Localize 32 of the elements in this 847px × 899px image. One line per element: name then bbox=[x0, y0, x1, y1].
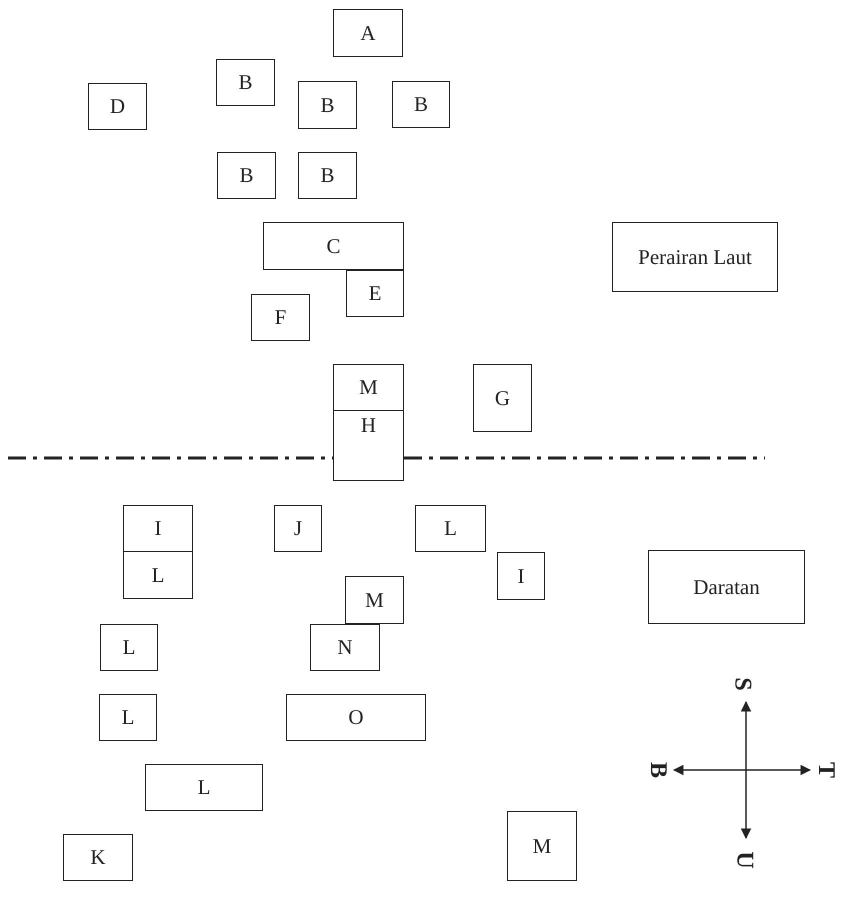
compass-letter: U bbox=[732, 851, 757, 869]
area-box: B bbox=[298, 81, 357, 129]
area-box: L bbox=[99, 694, 157, 741]
area-box: J bbox=[274, 505, 322, 552]
area-box: B bbox=[392, 81, 450, 128]
area-box: I bbox=[497, 552, 545, 600]
area-box: Perairan Laut bbox=[612, 222, 778, 292]
area-box: B bbox=[216, 59, 275, 106]
area-box: B bbox=[217, 152, 276, 199]
area-box: A bbox=[333, 9, 403, 57]
area-box: B bbox=[298, 152, 357, 199]
area-box: G bbox=[473, 364, 532, 432]
area-box: L bbox=[145, 764, 263, 811]
area-box: O bbox=[286, 694, 426, 741]
compass-letter: T bbox=[814, 762, 838, 778]
area-box: M bbox=[333, 364, 404, 411]
area-box: L bbox=[123, 551, 193, 599]
area-box: Daratan bbox=[648, 550, 805, 624]
area-box: C bbox=[263, 222, 404, 270]
area-box: K bbox=[63, 834, 133, 881]
area-box: M bbox=[507, 811, 577, 881]
compass-letter: S bbox=[730, 677, 755, 691]
area-box: L bbox=[100, 624, 158, 671]
area-box: I bbox=[123, 505, 193, 552]
area-box: M bbox=[345, 576, 404, 624]
area-box: H bbox=[333, 410, 404, 481]
area-box: D bbox=[88, 83, 147, 130]
area-box: N bbox=[310, 624, 380, 671]
area-box: F bbox=[251, 294, 310, 341]
area-box: E bbox=[346, 270, 404, 317]
area-box: L bbox=[415, 505, 486, 552]
compass-letter: B bbox=[646, 762, 670, 778]
